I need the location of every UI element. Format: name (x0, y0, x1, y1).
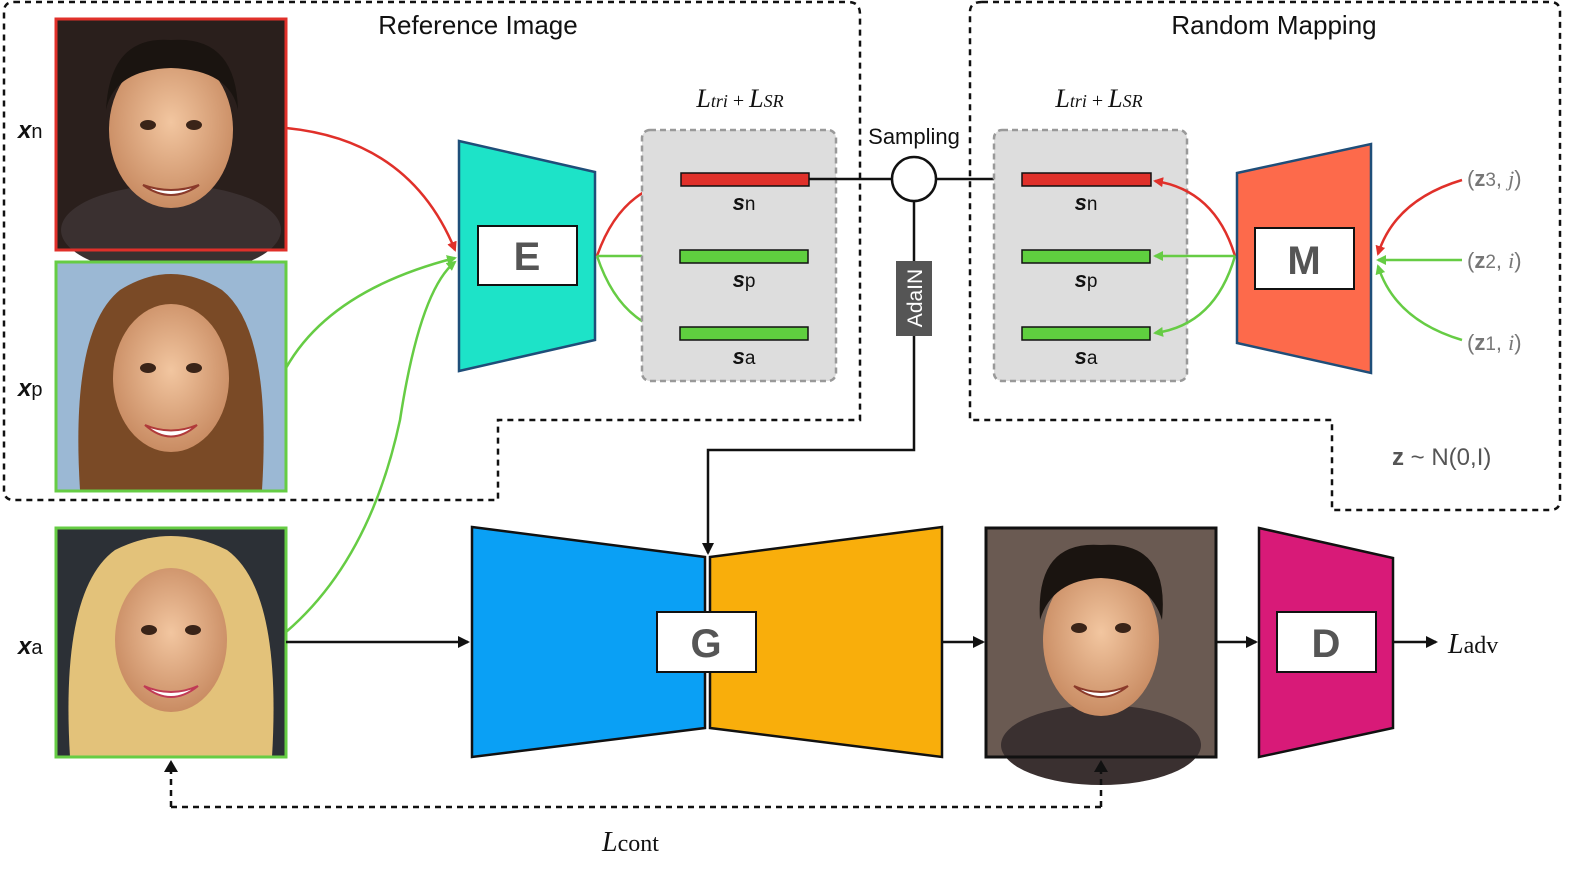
reference-image-title: Reference Image (378, 10, 577, 40)
input-image-xn (54, 17, 288, 275)
adain-label: AdaIN (904, 269, 927, 327)
loss-cont-label: Lcont (601, 827, 659, 858)
discriminator-label-box (1276, 611, 1377, 673)
style-label-sn-right: sn (1075, 190, 1098, 215)
input-image-xa (54, 526, 288, 759)
label-xn: xn (16, 117, 42, 144)
content-loss-path (169, 765, 1103, 809)
style-bar-sn-right (1021, 172, 1152, 187)
mapping-label: M (1287, 239, 1320, 283)
style-label-sp-right: sp (1075, 267, 1098, 292)
reference-image-region (2, 0, 862, 502)
style-label-sn-left: sn (733, 190, 756, 215)
adain-box (896, 261, 932, 336)
style-bar-sn-left (680, 172, 810, 187)
adain-to-generator-line (702, 336, 916, 555)
style-bar-sa-right (1021, 326, 1151, 341)
generator-encoder-half (470, 525, 707, 759)
generator-label-box (656, 611, 757, 673)
style-bar-sp-left (679, 249, 809, 264)
discriminator-label: D (1312, 622, 1341, 666)
z3-label: (z3, j) (1467, 166, 1522, 191)
encoder-label-box (477, 225, 578, 286)
content-loss-arrowhead-left (164, 760, 178, 772)
content-loss-arrowhead-right (1094, 760, 1108, 772)
style-label-sa-right: sa (1075, 344, 1098, 369)
loss-tri-sr-left: Ltri + LSR (695, 84, 783, 113)
label-xp: xp (16, 375, 42, 402)
z2-label: (z2, i) (1467, 248, 1522, 273)
sampling-label: Sampling (868, 124, 960, 149)
label-xa: xa (16, 633, 43, 660)
arrow-z1-to-mapping (1375, 264, 1463, 342)
arrow-mapping-to-sn (1153, 177, 1237, 257)
style-bar-sa-left (679, 326, 809, 341)
loss-adv-label: Ladv (1447, 629, 1498, 660)
random-mapping-region (968, 0, 1562, 512)
arrow-xn-to-encoder (285, 126, 457, 252)
sampling-node (890, 155, 938, 203)
input-image-xp (54, 260, 288, 493)
style-label-sp-left: sp (733, 267, 756, 292)
loss-tri-sr-right: Ltri + LSR (1054, 84, 1142, 113)
z-distribution-label: z ~ N(0,I) (1392, 444, 1491, 471)
random-mapping-title: Random Mapping (1171, 10, 1376, 40)
style-label-sa-left: sa (733, 344, 756, 369)
generator-label: G (690, 622, 721, 666)
mapping-label-box (1254, 227, 1355, 290)
arrow-mapping-to-sa (1153, 255, 1237, 337)
style-bar-sp-right (1021, 249, 1151, 264)
encoder-label: E (514, 235, 541, 279)
z1-label: (z1, i) (1467, 330, 1522, 355)
arrow-xa-to-encoder (285, 260, 457, 633)
arrow-z3-to-mapping (1375, 178, 1463, 256)
output-image (984, 526, 1218, 785)
arrow-xp-to-encoder (284, 255, 457, 369)
